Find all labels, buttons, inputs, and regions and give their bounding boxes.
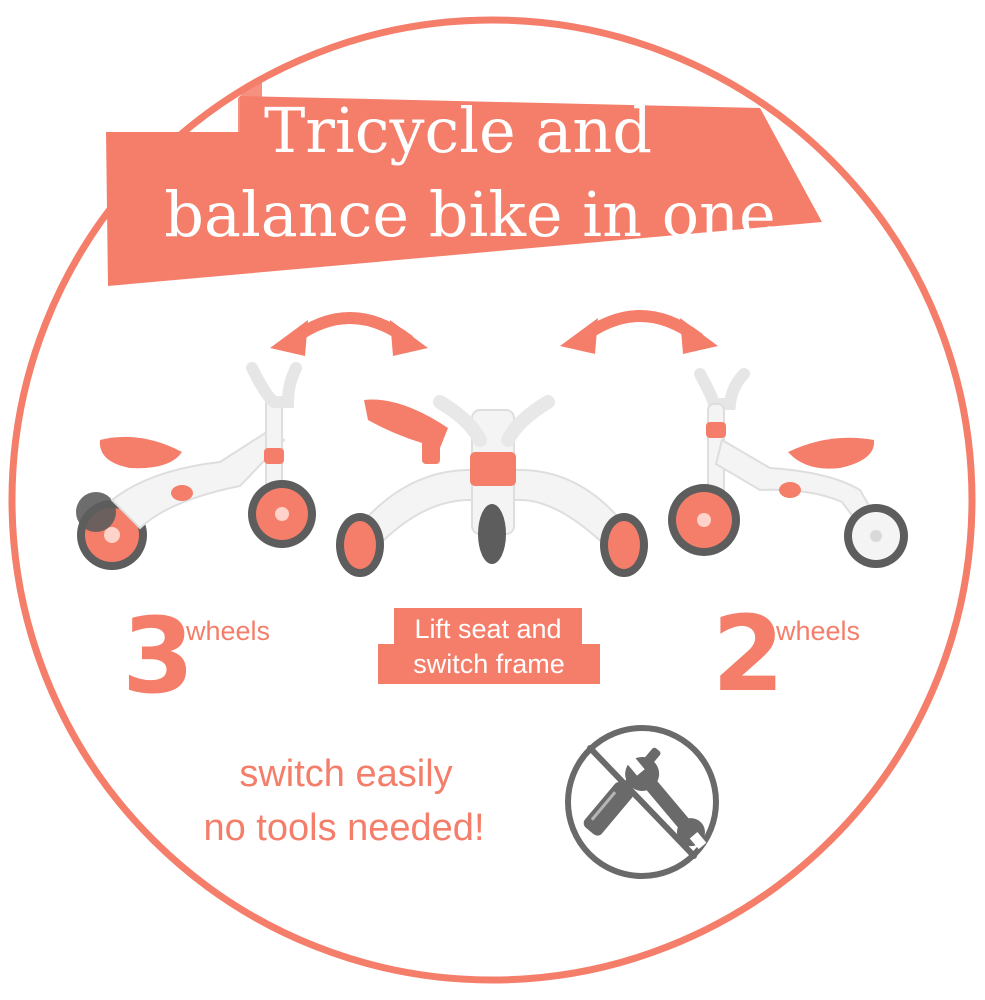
two-wheels-label: wheels xyxy=(775,616,860,646)
balance-bike-illustration xyxy=(668,368,908,568)
double-curved-arrow-icon-right xyxy=(560,310,718,354)
lift-seat-box-bottom xyxy=(378,644,600,684)
three-wheels-number: 3 xyxy=(122,595,194,717)
tricycle-bike-illustration xyxy=(76,362,316,570)
lift-seat-label: Lift seat and switch frame xyxy=(378,608,600,684)
banner-ribbon xyxy=(106,96,822,286)
two-wheels-number: 2 xyxy=(712,593,784,715)
lift-seat-box-top xyxy=(394,608,582,648)
headline-line2: balance bike in one xyxy=(164,178,775,251)
no-tools-icon xyxy=(565,725,719,879)
lift-seat-line2: switch frame xyxy=(413,649,565,679)
switch-frame-bike-illustration xyxy=(336,395,648,577)
lift-seat-line1: Lift seat and xyxy=(414,614,561,644)
headline-banner: Tricycle and balance bike in one xyxy=(106,75,822,286)
double-curved-arrow-icon-left xyxy=(270,312,428,356)
tagline-line1: switch easily xyxy=(239,753,452,795)
tagline-line2: no tools needed! xyxy=(203,807,484,849)
headline-line1: Tricycle and xyxy=(264,94,652,167)
three-wheels-label: wheels xyxy=(185,616,270,646)
